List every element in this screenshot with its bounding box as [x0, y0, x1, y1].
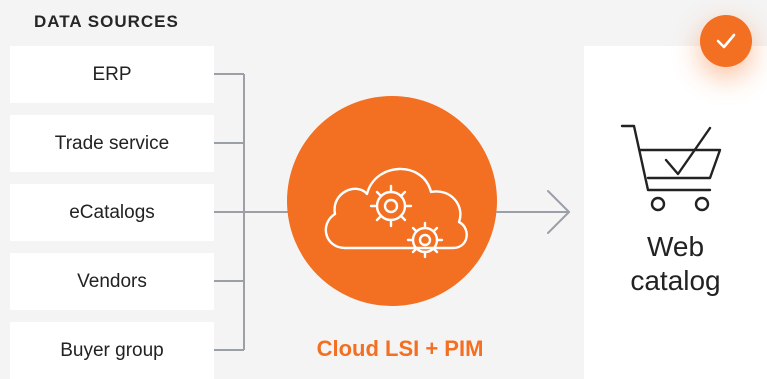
source-vendors: Vendors: [10, 253, 214, 310]
target-label-line-1: Web: [646, 231, 705, 262]
source-buyer-group: Buyer group: [10, 322, 214, 379]
hub-label: Cloud LSI + PIM: [316, 336, 484, 361]
hub-circle: [287, 96, 497, 306]
section-title: DATA SOURCES: [34, 12, 179, 31]
cloud-gears-icon: [324, 167, 468, 259]
target-label: Web catalog: [584, 230, 767, 298]
web-catalog-card: Web catalog: [584, 46, 767, 379]
target-label-line-2: catalog: [630, 265, 721, 296]
check-badge: [700, 15, 752, 67]
shopping-cart-check-icon: [620, 124, 722, 212]
source-erp: ERP: [10, 46, 214, 103]
source-trade-service: Trade service: [10, 115, 214, 172]
check-icon: [716, 33, 736, 49]
source-ecatalogs: eCatalogs: [10, 184, 214, 241]
